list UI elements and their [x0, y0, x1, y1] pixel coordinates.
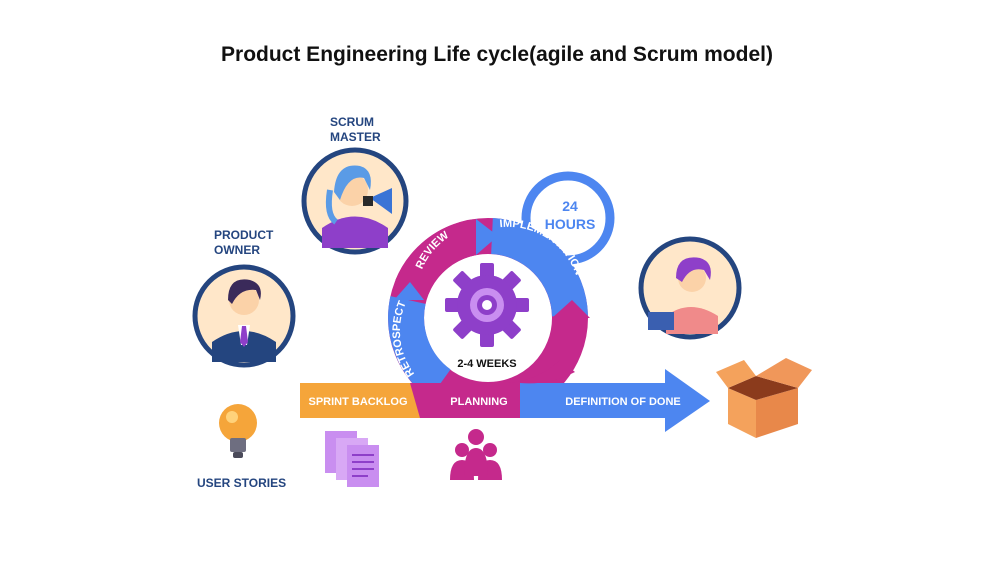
sprint-backlog-label: SPRINT BACKLOG [309, 396, 408, 408]
definition-of-done-label: DEFINITION OF DONE [565, 396, 681, 408]
sprint-duration-label: 2-4 WEEKS [457, 358, 516, 370]
daily-cycle-number: 24 [562, 198, 578, 214]
documents-icon [325, 431, 379, 487]
product-owner-label: PRODUCT OWNER [214, 228, 274, 257]
team-icon [450, 429, 502, 480]
daily-cycle-unit: HOURS [545, 216, 596, 232]
box-icon [716, 358, 812, 438]
diagram-title: Product Engineering Life cycle(agile and… [221, 43, 773, 66]
planning-label: PLANNING [450, 396, 507, 408]
product-owner-avatar [192, 264, 296, 368]
planning-segment [410, 383, 540, 418]
gear-icon [445, 263, 529, 347]
lightbulb-icon [219, 404, 257, 458]
flow-arrow: SPRINT BACKLOG PLANNING DEFINITION OF DO… [300, 360, 710, 432]
definition-of-done-segment [520, 369, 710, 432]
scrum-master-label: SCRUM MASTER [330, 115, 381, 144]
user-stories-label: USER STORIES [197, 476, 287, 490]
scrum-master-avatar [301, 147, 409, 255]
developer-avatar [638, 236, 742, 340]
sprint-backlog-segment [300, 383, 420, 418]
